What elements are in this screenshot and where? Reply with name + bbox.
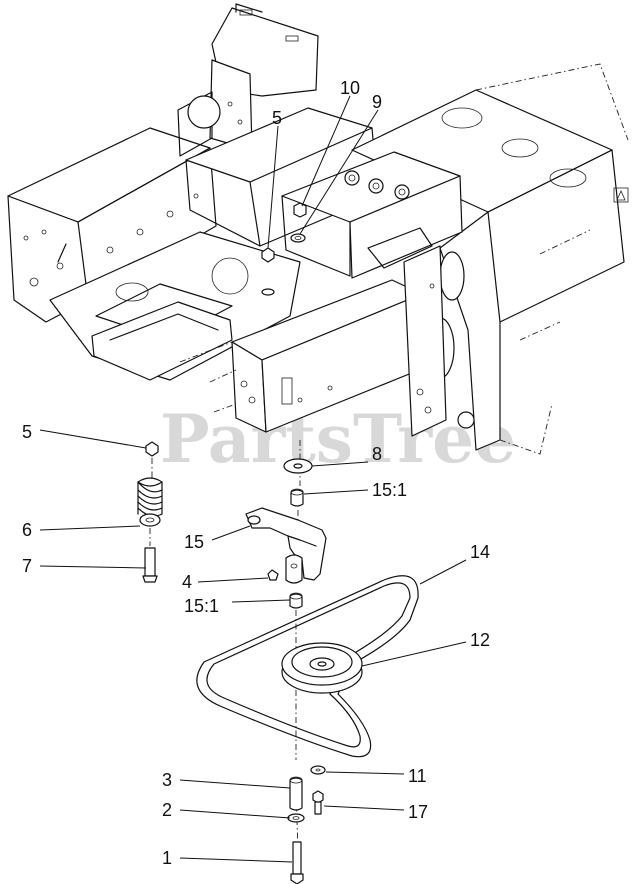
part-7-shape	[142, 547, 158, 583]
callout-3: 3	[162, 770, 172, 790]
callout-15-1-top: 15:1	[372, 480, 407, 500]
part-17-shape	[312, 790, 324, 815]
spring-assembly	[137, 441, 163, 583]
part-6-shape	[137, 477, 163, 527]
callout-12: 12	[470, 630, 490, 650]
callout-4: 4	[182, 572, 192, 592]
callout-8: 8	[372, 444, 382, 464]
callout-15-1-bottom: 15:1	[184, 596, 219, 616]
part-3-shape	[289, 777, 303, 811]
part-2-shape	[287, 813, 305, 823]
hardware-upper	[261, 202, 307, 296]
callout-7: 7	[22, 556, 32, 576]
part-5-shape	[145, 441, 159, 457]
callout-5-top: 5	[272, 108, 282, 128]
part-11-shape	[310, 765, 326, 775]
part-15-1-bottom-shape	[289, 593, 303, 609]
part-15-shape	[245, 507, 327, 584]
spindle-hardware	[287, 765, 326, 884]
frame-assembly	[7, 3, 629, 455]
callout-5: 5	[22, 422, 32, 442]
callout-10: 10	[340, 78, 360, 98]
watermark-text: PartsTree	[160, 400, 516, 478]
callout-9: 9	[372, 92, 382, 112]
part-14-shape	[196, 575, 419, 758]
part-1-shape	[290, 841, 304, 884]
callout-11: 11	[408, 766, 427, 786]
part-15-1-top-shape	[290, 489, 304, 507]
callout-17: 17	[408, 802, 428, 822]
part-12-shape	[281, 642, 363, 694]
callout-6: 6	[22, 520, 32, 540]
part-10-shape	[293, 202, 307, 218]
callout-14: 14	[470, 542, 490, 562]
callout-2: 2	[162, 800, 172, 820]
part-5-top-shape	[261, 247, 275, 263]
callout-15: 15	[184, 532, 204, 552]
leader-lines	[39, 95, 467, 863]
part-9-shape	[290, 233, 306, 243]
callout-labels: 10 9 5 5 8 15:1 6 15 7 14 4 15:1 12 3 11…	[22, 78, 490, 868]
part-4-shape	[267, 569, 279, 581]
idler-arm-assembly	[245, 458, 327, 609]
callout-1: 1	[162, 848, 172, 868]
